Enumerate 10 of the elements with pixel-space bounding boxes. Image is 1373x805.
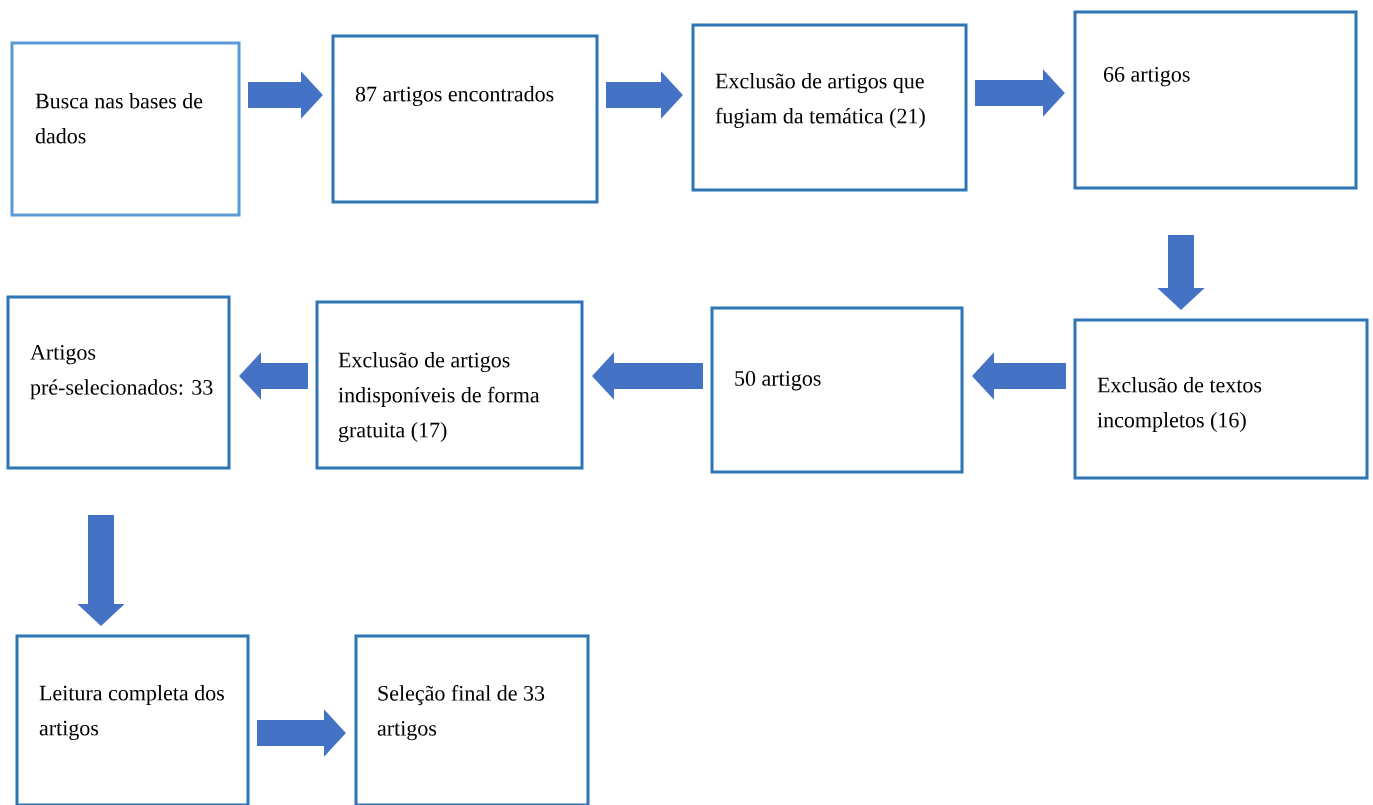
process-box: Exclusão de artigos indisponíveis de forma gratuita (17) — [315, 300, 584, 470]
process-box: Leitura completa dos artigos — [15, 634, 250, 805]
process-box: Exclusão de artigos que fugiam da temática (21) — [691, 23, 968, 192]
process-box: Busca nas bases de dados — [10, 41, 241, 217]
process-box: 87 artigos encontrados — [331, 34, 599, 204]
process-box: 66 artigos — [1073, 10, 1358, 190]
process-box: Artigos pré-selecionados: 33 — [6, 295, 231, 470]
process-box: Exclusão de textos incompletos (16) — [1073, 318, 1369, 480]
process-box: 50 artigos — [710, 306, 964, 474]
process-box: Seleção final de 33 artigos — [354, 634, 590, 805]
